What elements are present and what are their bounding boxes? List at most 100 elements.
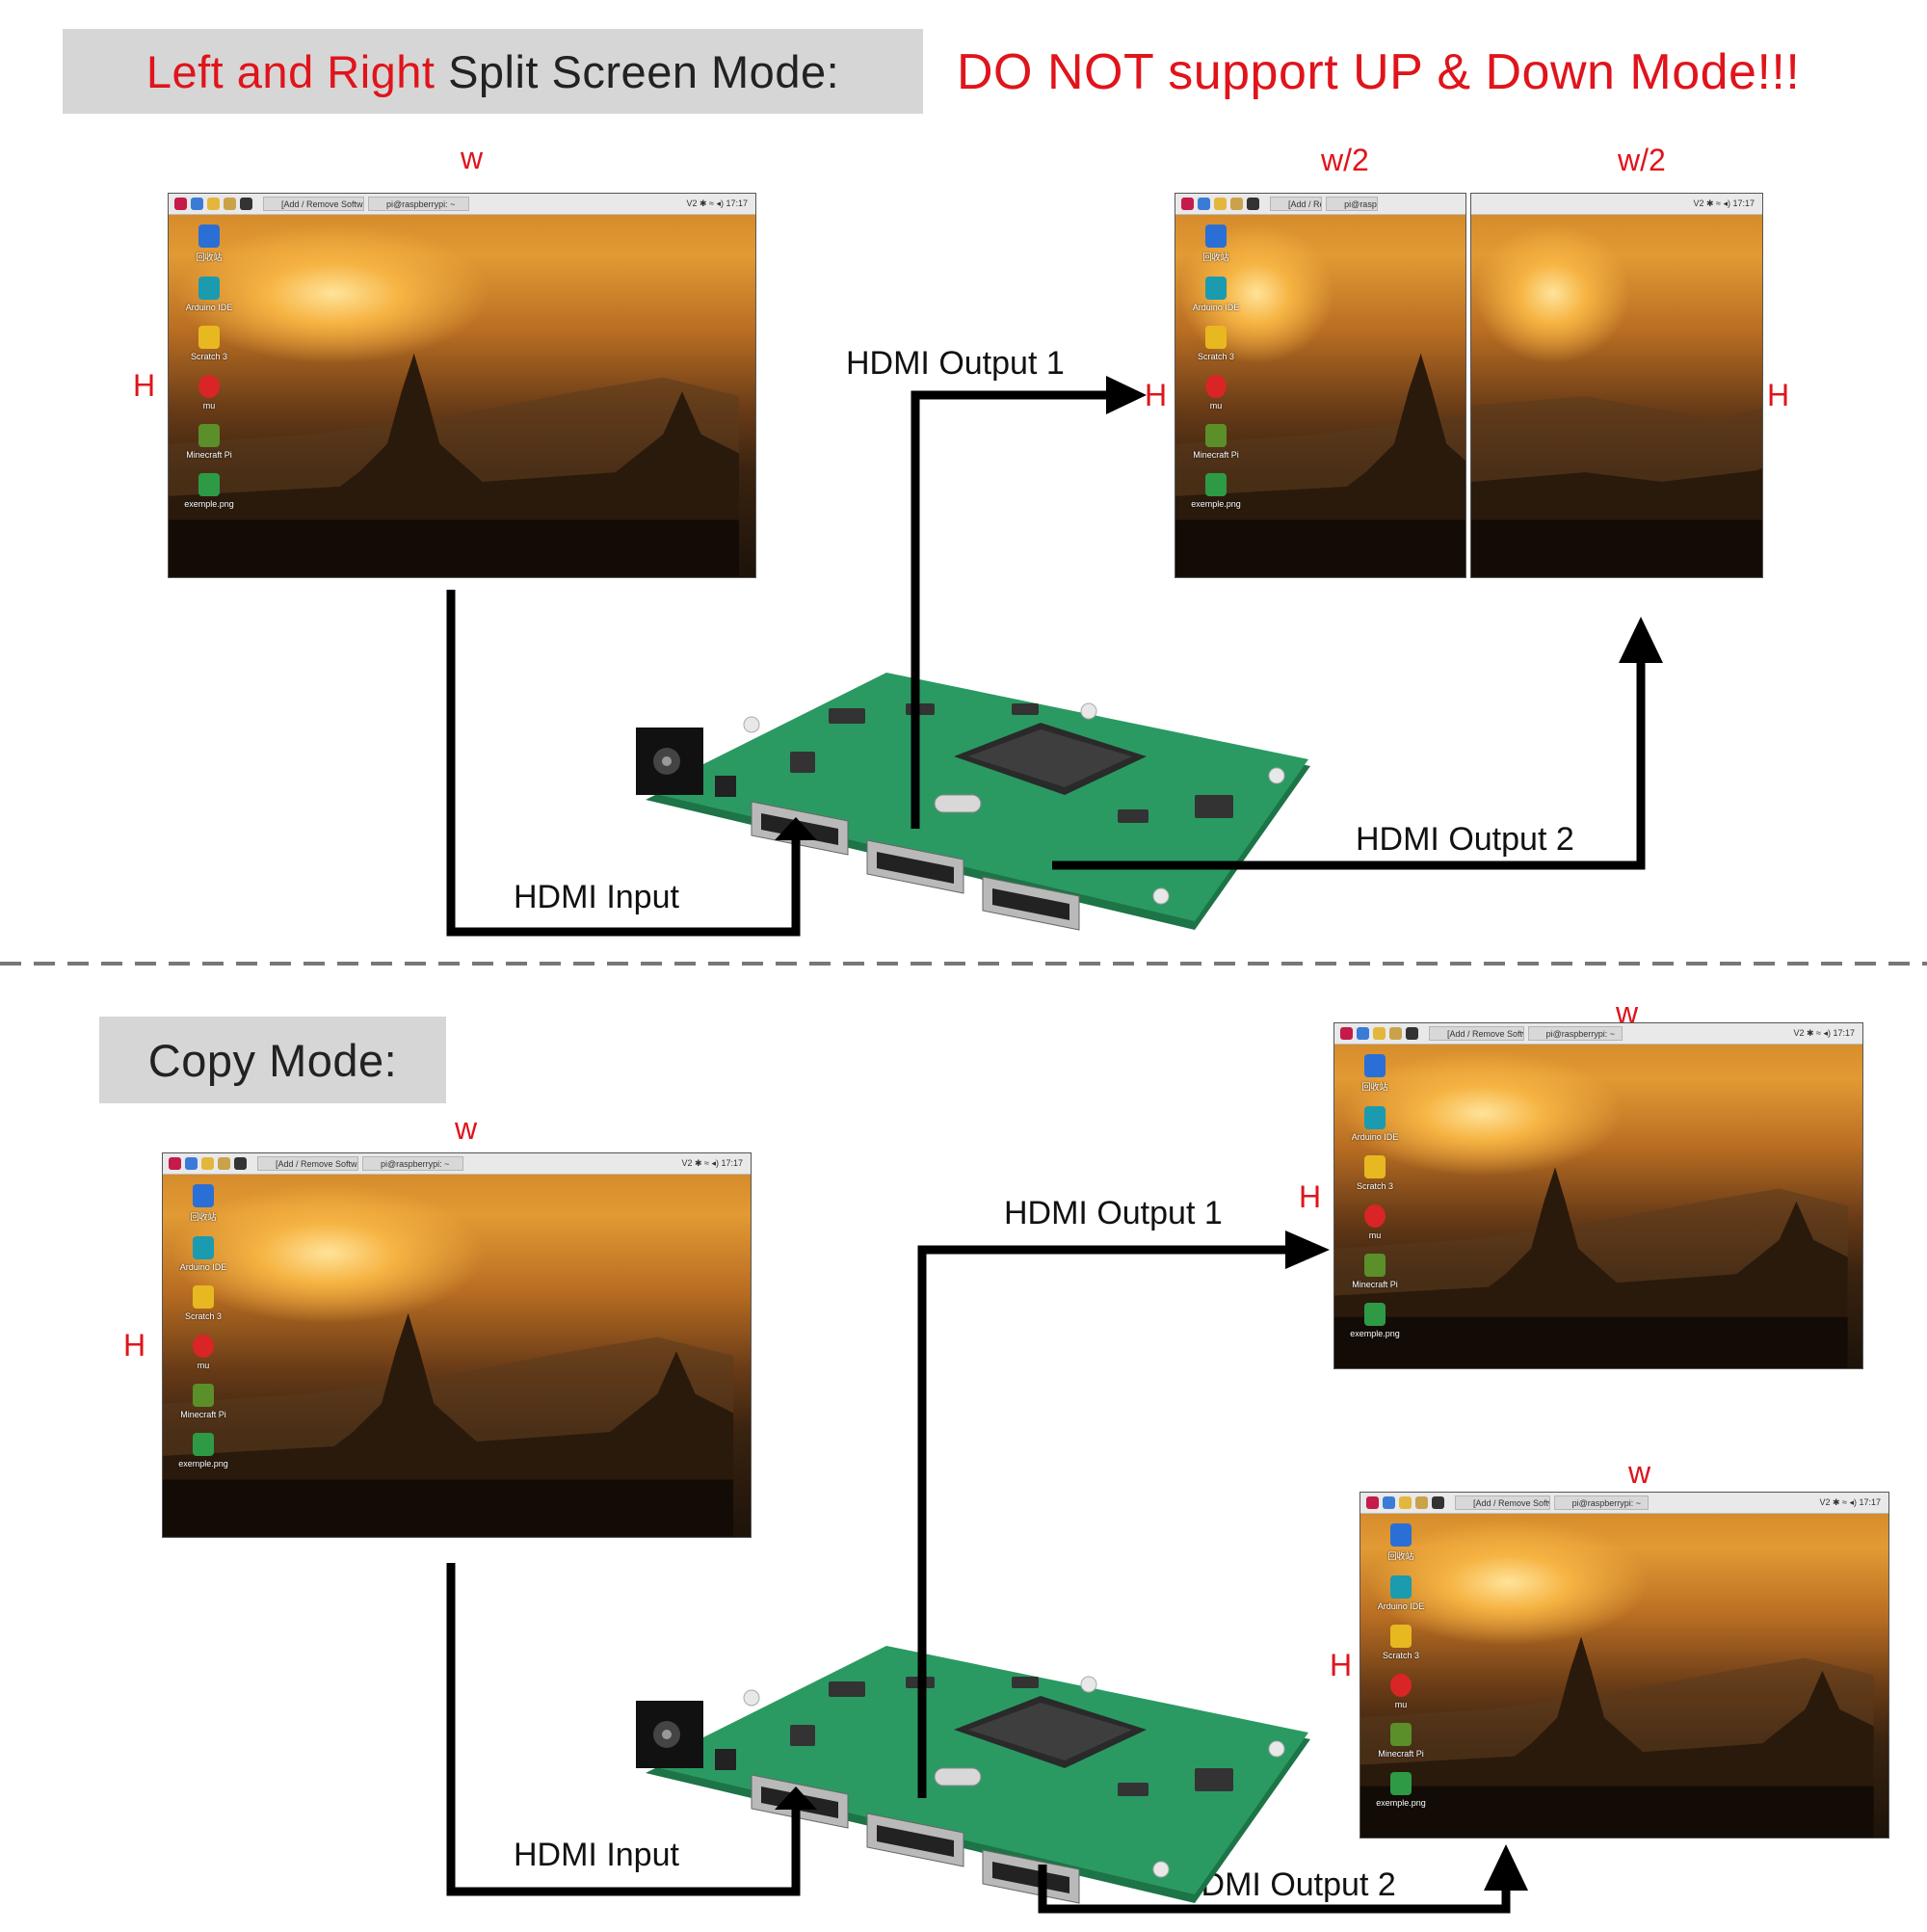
desktop-taskbar: [Add / Remove Softw...pi@raspberrypi: ~V… bbox=[1334, 1023, 1862, 1045]
desktop-taskbar: [Add / Remove Softw...pi@raspberrypi: ~ bbox=[1175, 194, 1465, 215]
mu-icon bbox=[1364, 1204, 1386, 1228]
image-file-icon bbox=[1364, 1303, 1386, 1326]
desktop-shortcut[interactable]: exemple.png bbox=[1187, 473, 1245, 509]
arduino-icon bbox=[1205, 277, 1227, 300]
raspberry-menu-icon bbox=[1340, 1027, 1353, 1040]
split-left-width-label: w/2 bbox=[1321, 143, 1369, 177]
arduino-icon bbox=[1364, 1106, 1386, 1129]
hdmi-output1-port bbox=[866, 1813, 964, 1867]
desktop-shortcut[interactable]: Scratch 3 bbox=[1187, 326, 1245, 361]
desktop-shortcut[interactable]: 回收站 bbox=[180, 225, 238, 263]
desktop-shortcut-label: 回收站 bbox=[190, 1212, 217, 1222]
desktop-shortcut-label: Scratch 3 bbox=[1356, 1181, 1394, 1191]
desktop-shortcut[interactable]: mu bbox=[180, 375, 238, 410]
minecraft-icon bbox=[193, 1384, 214, 1407]
mu-icon bbox=[1205, 375, 1227, 398]
desktop-shortcut-label: 回收站 bbox=[1361, 1082, 1388, 1092]
pagoda-silhouette bbox=[169, 354, 740, 577]
pagoda-silhouette bbox=[1471, 396, 1762, 577]
desktop-shortcut[interactable]: Scratch 3 bbox=[1372, 1625, 1430, 1660]
terminal-icon bbox=[1247, 198, 1259, 210]
desktop-shortcut[interactable]: Minecraft Pi bbox=[1187, 424, 1245, 460]
desktop-shortcut[interactable]: 回收站 bbox=[1372, 1523, 1430, 1562]
desktop-shortcut-label: Arduino IDE bbox=[179, 1262, 227, 1272]
desktop-shortcut-label: mu bbox=[1368, 1231, 1382, 1240]
desktop-shortcut[interactable]: 回收站 bbox=[1187, 225, 1245, 263]
desktop-shortcut[interactable]: exemple.png bbox=[174, 1433, 232, 1469]
copy-out2-height-label: H bbox=[1330, 1648, 1353, 1682]
arduino-icon bbox=[1390, 1575, 1412, 1599]
taskbar-tray: V2 ✱ ≈ ◂) 17:17 bbox=[681, 1158, 743, 1168]
desktop-shortcut[interactable]: mu bbox=[1346, 1204, 1404, 1240]
desktop-shortcut[interactable]: 回收站 bbox=[174, 1184, 232, 1223]
taskbar-task-terminal: pi@raspberrypi: ~ bbox=[1553, 1495, 1650, 1510]
source-height-label: H bbox=[133, 368, 156, 403]
top-connection-arrows bbox=[446, 376, 1663, 937]
browser-icon bbox=[1198, 198, 1210, 210]
image-file-icon bbox=[198, 473, 220, 496]
desktop-shortcut-label: Scratch 3 bbox=[1197, 352, 1235, 361]
desktop-shortcut[interactable]: exemple.png bbox=[1346, 1303, 1404, 1338]
arduino-icon bbox=[198, 277, 220, 300]
trash-icon bbox=[1364, 1054, 1386, 1077]
desktop-shortcut-label: Scratch 3 bbox=[184, 1311, 223, 1321]
browser-icon bbox=[185, 1157, 198, 1170]
desktop-shortcut-label: exemple.png bbox=[1376, 1798, 1426, 1808]
desktop-shortcut-label: 回收站 bbox=[1387, 1551, 1414, 1561]
scratch-icon bbox=[1364, 1155, 1386, 1178]
desktop-taskbar: [Add / Remove Softw...pi@raspberrypi: ~V… bbox=[163, 1153, 751, 1175]
top-output2-line bbox=[1052, 663, 1646, 870]
bottom-input-label: HDMI Input bbox=[514, 1837, 679, 1873]
arduino-icon bbox=[193, 1236, 214, 1259]
top-output2-arrowhead bbox=[1619, 617, 1663, 663]
split-mode-title-suffix: Split Screen Mode: bbox=[448, 45, 840, 97]
split-mode-title: Left and Right Split Screen Mode: bbox=[63, 29, 923, 114]
taskbar-task-add-remove: [Add / Remove Softw... bbox=[1455, 1495, 1550, 1510]
bottom-output1-label: HDMI Output 1 bbox=[1004, 1195, 1223, 1231]
image-file-icon bbox=[1390, 1772, 1412, 1795]
taskbar-task-terminal: pi@raspberrypi: ~ bbox=[1326, 197, 1379, 211]
desktop-shortcut[interactable]: Scratch 3 bbox=[1346, 1155, 1404, 1191]
files-icon bbox=[1389, 1027, 1402, 1040]
scratch-icon bbox=[1205, 326, 1227, 349]
mu-icon bbox=[1390, 1674, 1412, 1697]
desktop-shortcut-label: mu bbox=[197, 1361, 210, 1370]
desktop-shortcut-label: exemple.png bbox=[184, 499, 234, 509]
section-separator bbox=[0, 962, 1927, 966]
desktop-shortcut[interactable]: 回收站 bbox=[1346, 1054, 1404, 1093]
split-screen-right: V2 ✱ ≈ ◂) 17:17 bbox=[1470, 193, 1763, 578]
desktop-shortcut[interactable]: Scratch 3 bbox=[174, 1285, 232, 1321]
copy-source-screen: [Add / Remove Softw...pi@raspberrypi: ~V… bbox=[162, 1152, 752, 1538]
taskbar-task-add-remove: [Add / Remove Softw... bbox=[1429, 1026, 1524, 1041]
desktop-shortcut[interactable]: mu bbox=[1372, 1674, 1430, 1709]
bottom-output2-arrowhead bbox=[1484, 1844, 1528, 1891]
desktop-shortcut[interactable]: exemple.png bbox=[1372, 1772, 1430, 1808]
desktop-shortcut[interactable]: Arduino IDE bbox=[1187, 277, 1245, 312]
desktop-shortcut[interactable]: exemple.png bbox=[180, 473, 238, 509]
desktop-shortcut[interactable]: Arduino IDE bbox=[174, 1236, 232, 1272]
desktop-shortcut[interactable]: Scratch 3 bbox=[180, 326, 238, 361]
desktop-shortcut[interactable]: Minecraft Pi bbox=[174, 1384, 232, 1419]
desktop-shortcut[interactable]: Minecraft Pi bbox=[1372, 1723, 1430, 1759]
desktop-shortcut[interactable]: mu bbox=[174, 1335, 232, 1370]
desktop-shortcut[interactable]: Arduino IDE bbox=[1346, 1106, 1404, 1142]
files-icon bbox=[224, 198, 236, 210]
image-file-icon bbox=[1205, 473, 1227, 496]
bottom-hdmi-splitter-board bbox=[636, 1638, 1310, 1927]
desktop-shortcut[interactable]: mu bbox=[1187, 375, 1245, 410]
source-screen: [Add / Remove Softw...pi@raspberrypi: ~V… bbox=[168, 193, 756, 578]
split-left-height-label: H bbox=[1145, 378, 1168, 412]
desktop-shortcut[interactable]: Minecraft Pi bbox=[1346, 1254, 1404, 1289]
desktop-shortcut[interactable]: Arduino IDE bbox=[1372, 1575, 1430, 1611]
folder-icon bbox=[201, 1157, 214, 1170]
desktop-shortcut[interactable]: Minecraft Pi bbox=[180, 424, 238, 460]
raspberry-menu-icon bbox=[169, 1157, 181, 1170]
desktop-shortcut[interactable]: Arduino IDE bbox=[180, 277, 238, 312]
scratch-icon bbox=[1390, 1625, 1412, 1648]
minecraft-icon bbox=[1364, 1254, 1386, 1277]
taskbar-tray: V2 ✱ ≈ ◂) 17:17 bbox=[686, 198, 748, 208]
taskbar-tray: V2 ✱ ≈ ◂) 17:17 bbox=[1793, 1028, 1855, 1038]
top-output1-line bbox=[911, 390, 1108, 829]
